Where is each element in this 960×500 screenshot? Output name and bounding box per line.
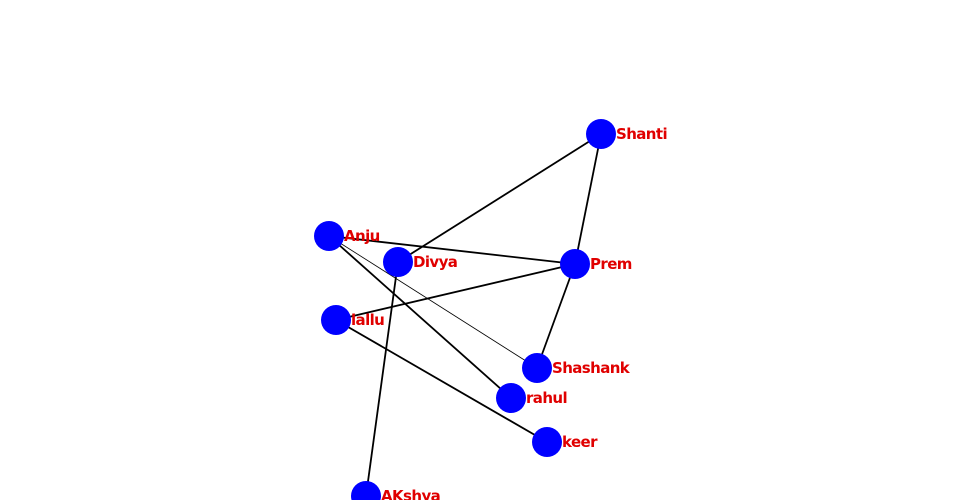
- node-akshya: [351, 481, 381, 500]
- node-label-prem: Prem: [590, 255, 632, 273]
- node-shashank: [522, 353, 552, 383]
- edge-divya-akshya: [365, 261, 399, 497]
- node-label-keer: keer: [562, 433, 598, 451]
- edge-shanti-divya: [397, 133, 602, 263]
- edge-shanti-prem: [574, 133, 602, 265]
- node-label-shanti: Shanti: [616, 125, 667, 143]
- node-label-anju: Anju: [344, 227, 380, 245]
- edge-anju-shashank: [328, 235, 538, 369]
- edge-prem-lallu: [335, 263, 576, 321]
- edge-anju-prem: [328, 235, 576, 265]
- edges-layer: [328, 133, 602, 497]
- node-shanti: [586, 119, 616, 149]
- node-keer: [532, 427, 562, 457]
- node-label-lallu: lallu: [351, 311, 384, 329]
- edge-anju-rahul: [328, 235, 512, 399]
- node-rahul: [496, 383, 526, 413]
- node-divya: [383, 247, 413, 277]
- edge-prem-shashank: [536, 263, 576, 369]
- node-prem: [560, 249, 590, 279]
- node-label-shashank: Shashank: [552, 359, 631, 377]
- node-anju: [314, 221, 344, 251]
- edge-lallu-keer: [335, 319, 548, 443]
- node-label-divya: Divya: [413, 253, 457, 271]
- node-lallu: [321, 305, 351, 335]
- node-label-rahul: rahul: [526, 389, 567, 407]
- node-label-akshya: AKshya: [381, 487, 440, 500]
- nodes-layer: [314, 119, 616, 500]
